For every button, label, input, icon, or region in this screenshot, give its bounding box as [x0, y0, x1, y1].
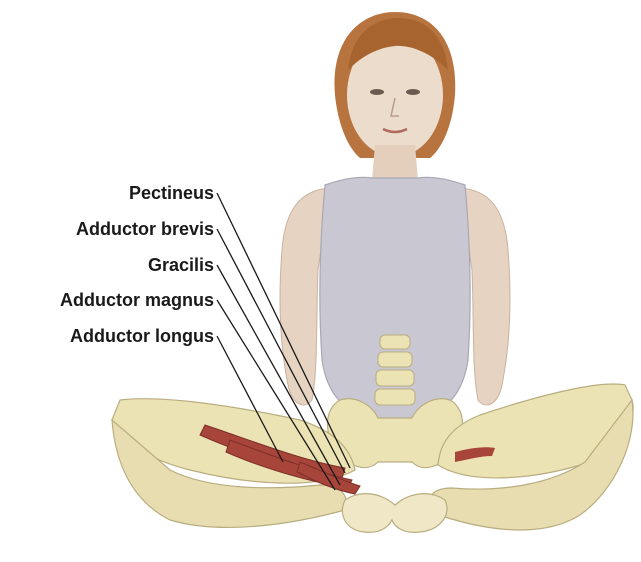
label-pectineus: Pectineus	[129, 183, 214, 203]
right-eye	[406, 89, 420, 95]
label-gracilis: Gracilis	[148, 255, 214, 275]
label-adductor-brevis: Adductor brevis	[76, 219, 214, 239]
label-adductor-magnus: Adductor magnus	[60, 290, 214, 310]
label-adductor-longus: Adductor longus	[70, 326, 214, 346]
left-eye	[370, 89, 384, 95]
feet	[342, 494, 447, 533]
spine	[375, 335, 415, 405]
neck	[372, 145, 418, 180]
